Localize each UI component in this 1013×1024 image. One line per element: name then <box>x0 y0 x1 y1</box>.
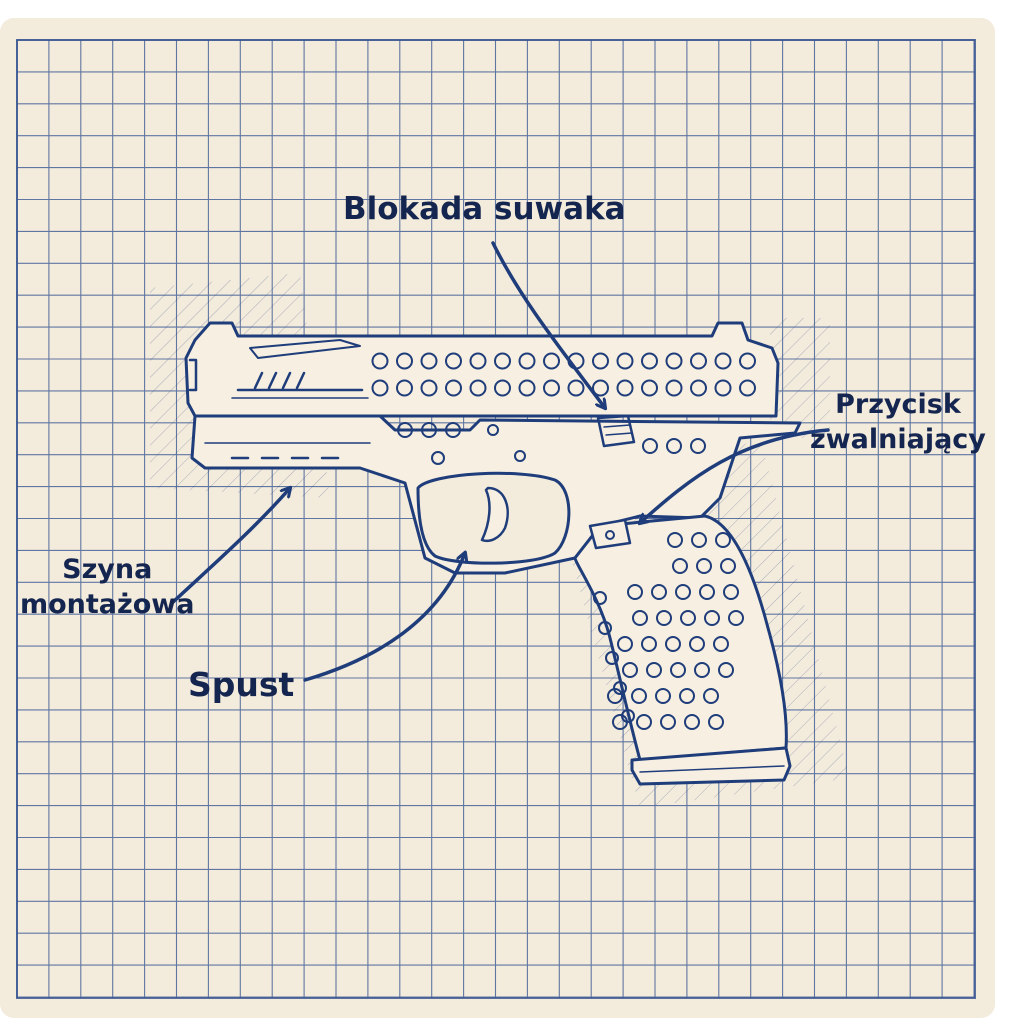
trigger-arrow <box>303 553 465 682</box>
rail-arrow <box>170 488 290 605</box>
graph-paper-grid <box>16 39 976 999</box>
callout-arrows <box>170 241 830 682</box>
callout-trigger-text: Spust <box>188 665 295 704</box>
callout-magazine-release-line2: zwalniający <box>810 423 986 455</box>
callout-accessory-rail: Szyna montażowa <box>20 553 194 622</box>
callout-slide-stop-text: Blokada suwaka <box>343 191 626 227</box>
callout-trigger: Spust <box>188 664 294 706</box>
callout-accessory-rail-line1: Szyna <box>62 554 153 585</box>
slide-stop-arrow <box>491 241 605 408</box>
callout-magazine-release-line1: Przycisk <box>835 389 961 420</box>
blueprint-sheet: Blokada suwaka Przycisk zwalniający Szyn… <box>0 18 995 1018</box>
callout-accessory-rail-line2: montażowa <box>20 588 195 620</box>
release-arrow <box>640 428 830 523</box>
callout-slide-stop: Blokada suwaka <box>343 190 626 230</box>
callout-magazine-release: Przycisk zwalniający <box>810 388 986 457</box>
handgun-sketch-icon <box>184 321 802 786</box>
